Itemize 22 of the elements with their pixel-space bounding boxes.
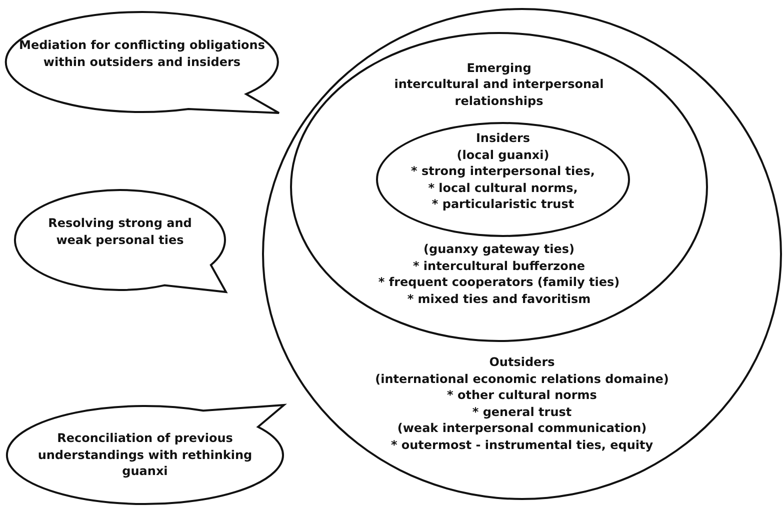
ellipse-text: (guanxy gateway ties) [424, 241, 574, 258]
ellipse-text: * frequent cooperators (family ties) [378, 274, 620, 291]
ellipse-text: (local guanxi) [456, 146, 550, 164]
inner-ellipse [376, 122, 630, 237]
ellipse-text: (weak interpersonal communication) [397, 420, 647, 437]
ellipse-text: * other cultural norms [447, 387, 597, 404]
ellipse-text: * mixed ties and favoritism [407, 290, 591, 308]
ellipse-heading: Outsiders [489, 354, 555, 371]
ellipse-text: * local cultural norms, [428, 180, 578, 196]
ellipse-text: intercultural and interpersonal relationships [393, 76, 605, 110]
ellipse-text: * particularistic trust [432, 196, 574, 213]
bubble-text: Mediation for conflicting obligations within outsiders and insiders [18, 37, 266, 70]
bubble-text: Resolving strong and weak personal ties [47, 215, 193, 248]
ellipse-heading: Insiders [476, 130, 530, 147]
ellipse-heading: Emerging [466, 60, 532, 77]
ellipse-text: (international economic relations domaine) [375, 370, 669, 388]
ellipse-text: * general trust [472, 404, 572, 420]
ellipse-text: * strong interpersonal ties, [411, 163, 595, 180]
ellipse-text: * intercultural bufferzone [412, 258, 586, 274]
middle-ellipse [290, 32, 708, 342]
ellipse-text: * outermost - instrumental ties, equity [390, 436, 654, 454]
bubble-text: Reconciliation of previous understandings with rethinking guanxi [36, 430, 254, 480]
